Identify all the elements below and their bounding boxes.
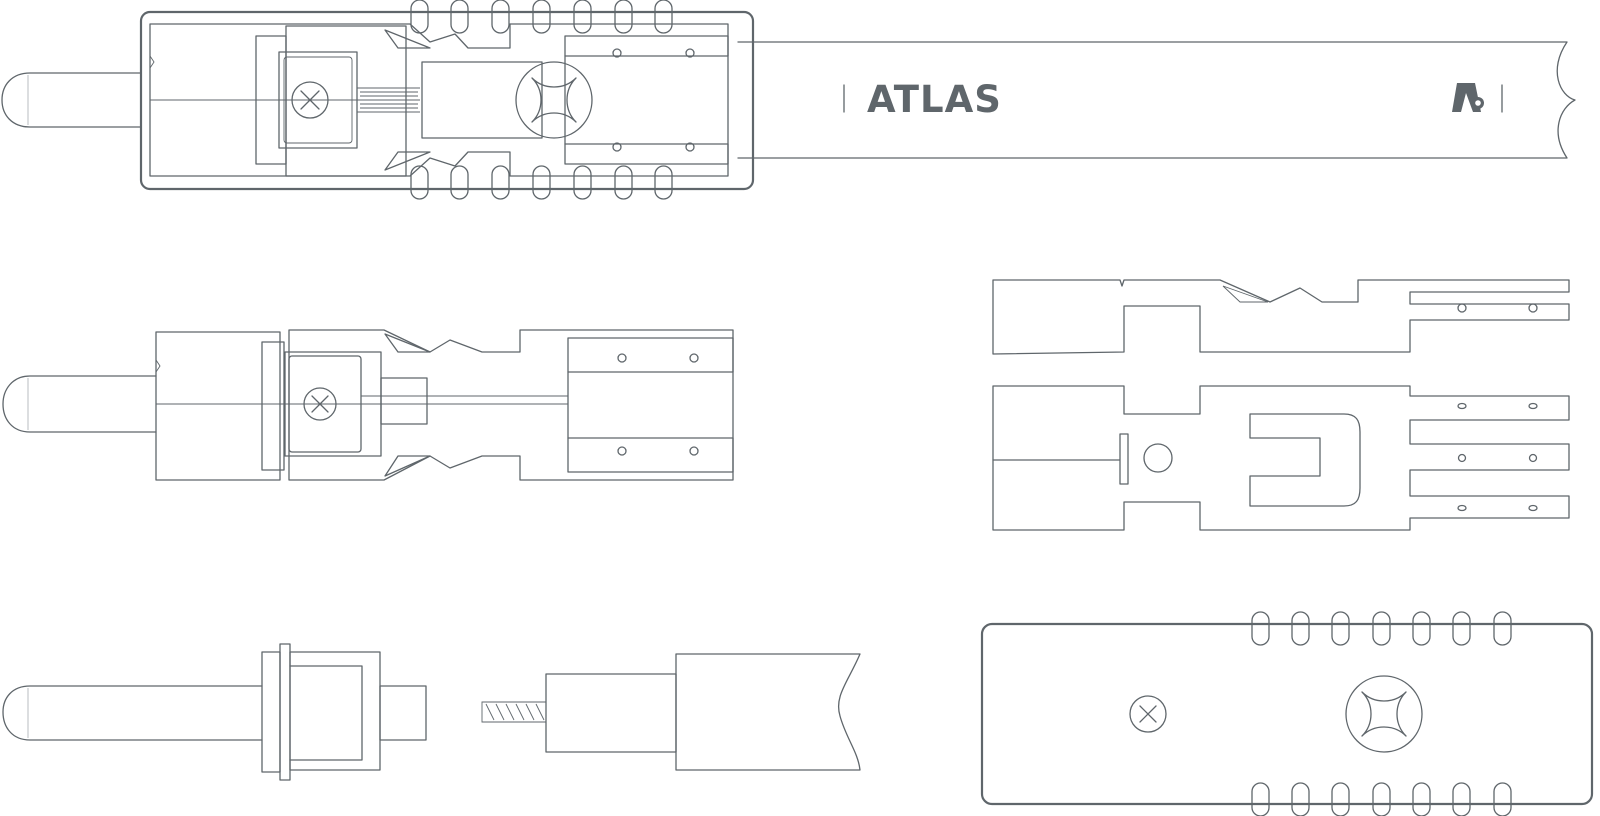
atlas-logo-mark-icon [1452,83,1484,112]
connector-core-no-housing [2,329,734,481]
cable-jacket [675,653,861,771]
upper-clip [992,279,1570,355]
contact-pin [1,72,142,128]
screw-head-icon [1129,695,1167,733]
screw-head-icon [303,387,337,421]
assembled-connector: ATLAS [1,0,1576,200]
brand-wordmark: ATLAS [867,78,1002,121]
stripped-wire-strands [481,701,547,723]
cross-knob-icon [515,61,593,139]
lower-clip [992,385,1570,531]
inner-clip-parts [992,279,1570,531]
cable-sheath [737,41,1576,159]
housing-outer-shell [139,10,755,191]
outer-housing-shell [980,611,1594,816]
cross-knob-icon [1345,675,1423,753]
core-contact-pin [2,375,157,433]
exploded-contact-pin [2,685,263,741]
screw-head-icon [291,81,329,119]
pin-and-cable-exploded [2,643,861,781]
